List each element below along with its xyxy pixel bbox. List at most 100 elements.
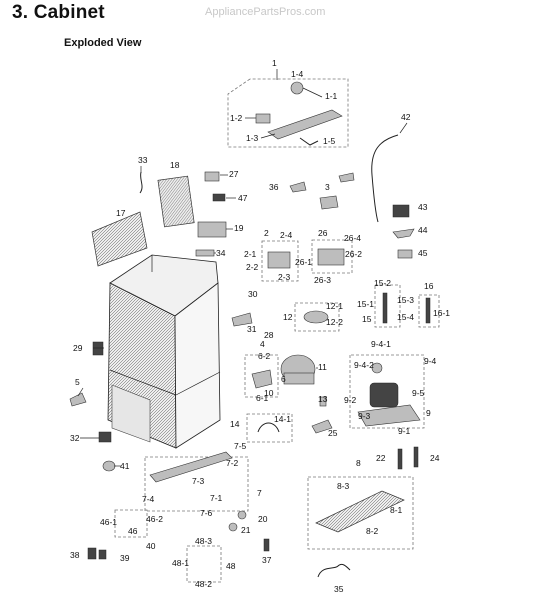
- callout-label: 36: [269, 182, 279, 192]
- part-36: [289, 181, 307, 193]
- callout-label: 44: [418, 225, 428, 235]
- callout-label: 33: [138, 155, 148, 165]
- callout-label: 1-1: [325, 91, 338, 101]
- group-box-16: [418, 294, 440, 328]
- callout-label: 39: [120, 553, 130, 563]
- callout-label: 4: [260, 339, 265, 349]
- callout-label: 1-3: [246, 133, 259, 143]
- page-title: 3. Cabinet: [12, 2, 105, 23]
- callout-label: 1-5: [323, 136, 336, 146]
- part-32: [98, 431, 112, 443]
- callout-label: 18: [170, 160, 180, 170]
- callout-label: 24: [430, 453, 440, 463]
- group-box-7: [144, 456, 249, 512]
- callout-label: 6-1: [256, 393, 269, 403]
- callout-label: 3: [325, 182, 330, 192]
- callout-label: 27: [229, 169, 239, 179]
- part-6: [251, 369, 273, 389]
- callout-label: 10: [264, 388, 274, 398]
- part-25: [311, 419, 333, 434]
- callout-label: 15-3: [397, 295, 414, 305]
- callout-label: 9-4-1: [371, 339, 391, 349]
- part-5: [69, 392, 87, 407]
- part-38: [87, 547, 107, 560]
- cabinet-body: [107, 254, 221, 449]
- part-29: [92, 341, 104, 356]
- callout-label: 37: [262, 555, 272, 565]
- callout-label: 1-2: [230, 113, 243, 123]
- callout-label: 28: [264, 330, 274, 340]
- part-35-wire: [317, 563, 351, 578]
- callout-label: 48-1: [172, 558, 189, 568]
- watermark: AppliancePartsPros.com: [205, 6, 326, 18]
- group-box-1: [227, 78, 349, 148]
- part-20-21: [228, 510, 247, 532]
- group-box-48: [186, 545, 222, 583]
- callout-label: 9-4: [424, 356, 437, 366]
- part-47: [212, 193, 226, 202]
- callout-label: 2-2: [246, 262, 259, 272]
- callout-label: 16-1: [433, 308, 450, 318]
- callout-label: 8: [356, 458, 361, 468]
- callout-label: 15-1: [357, 299, 374, 309]
- callout-label: 11: [318, 362, 327, 372]
- callouts: 1 1-4 1-1 1-2 1-3 1-5 42 33 18 27 36 3 4…: [70, 58, 450, 594]
- callout-label: 34: [216, 248, 226, 258]
- callout-label: 13: [318, 394, 328, 404]
- callout-label: 15-4: [397, 312, 414, 322]
- callout-label: 14: [230, 419, 240, 429]
- part-37: [263, 538, 270, 552]
- part-1-top-cover: [255, 81, 343, 146]
- callout-label: 46-2: [146, 514, 163, 524]
- part-2: [267, 251, 291, 269]
- callout-label: 38: [70, 550, 80, 560]
- part-34: [195, 249, 215, 257]
- callout-label: 31: [247, 324, 257, 334]
- part-7-rail: [149, 451, 233, 483]
- part-30-31: [231, 312, 253, 327]
- part-12: [303, 310, 329, 324]
- part-11-compressor: [280, 354, 316, 385]
- callout-label: 15: [362, 314, 372, 324]
- callout-label: 26: [318, 228, 328, 238]
- callout-label: 42: [401, 112, 411, 122]
- group-box-2: [261, 240, 299, 282]
- callout-label: 9-2: [344, 395, 357, 405]
- part-27: [204, 171, 220, 182]
- callout-label: 9-1: [398, 426, 411, 436]
- callout-label: 6: [281, 374, 286, 384]
- callout-label: 46-1: [100, 517, 117, 527]
- group-box-6: [244, 354, 279, 398]
- callout-label: 40: [146, 541, 156, 551]
- callout-label: 7-1: [210, 493, 223, 503]
- part-42-tube: [371, 134, 399, 223]
- callout-label: 2-1: [244, 249, 257, 259]
- callout-label: 1-4: [291, 69, 304, 79]
- callout-label: 5: [75, 377, 80, 387]
- callout-label: 9: [426, 408, 431, 418]
- leader-lines: [77, 69, 408, 467]
- group-box-15: [374, 284, 401, 328]
- callout-label: 46: [128, 526, 138, 536]
- part-41: [102, 460, 116, 472]
- callout-label: 8-2: [366, 526, 379, 536]
- callout-label: 41: [120, 461, 130, 471]
- callout-label: 21: [241, 525, 251, 535]
- callout-label: 8-3: [337, 481, 350, 491]
- part-18-panel: [157, 175, 195, 228]
- callout-label: 9-3: [358, 411, 371, 421]
- callout-label: 14-1: [274, 414, 291, 424]
- callout-label: 7-2: [226, 458, 239, 468]
- callout-label: 7-5: [234, 441, 247, 451]
- part-13: [319, 396, 327, 407]
- part-3: [319, 195, 339, 210]
- part-17-panel: [91, 211, 148, 267]
- part-45: [397, 249, 413, 259]
- part-36b: [338, 172, 355, 183]
- part-22-24: [397, 446, 419, 470]
- callout-label: 7-3: [192, 476, 205, 486]
- callout-label: 22: [376, 453, 386, 463]
- callout-label: 26-1: [295, 257, 312, 267]
- callout-label: 8-1: [390, 505, 403, 515]
